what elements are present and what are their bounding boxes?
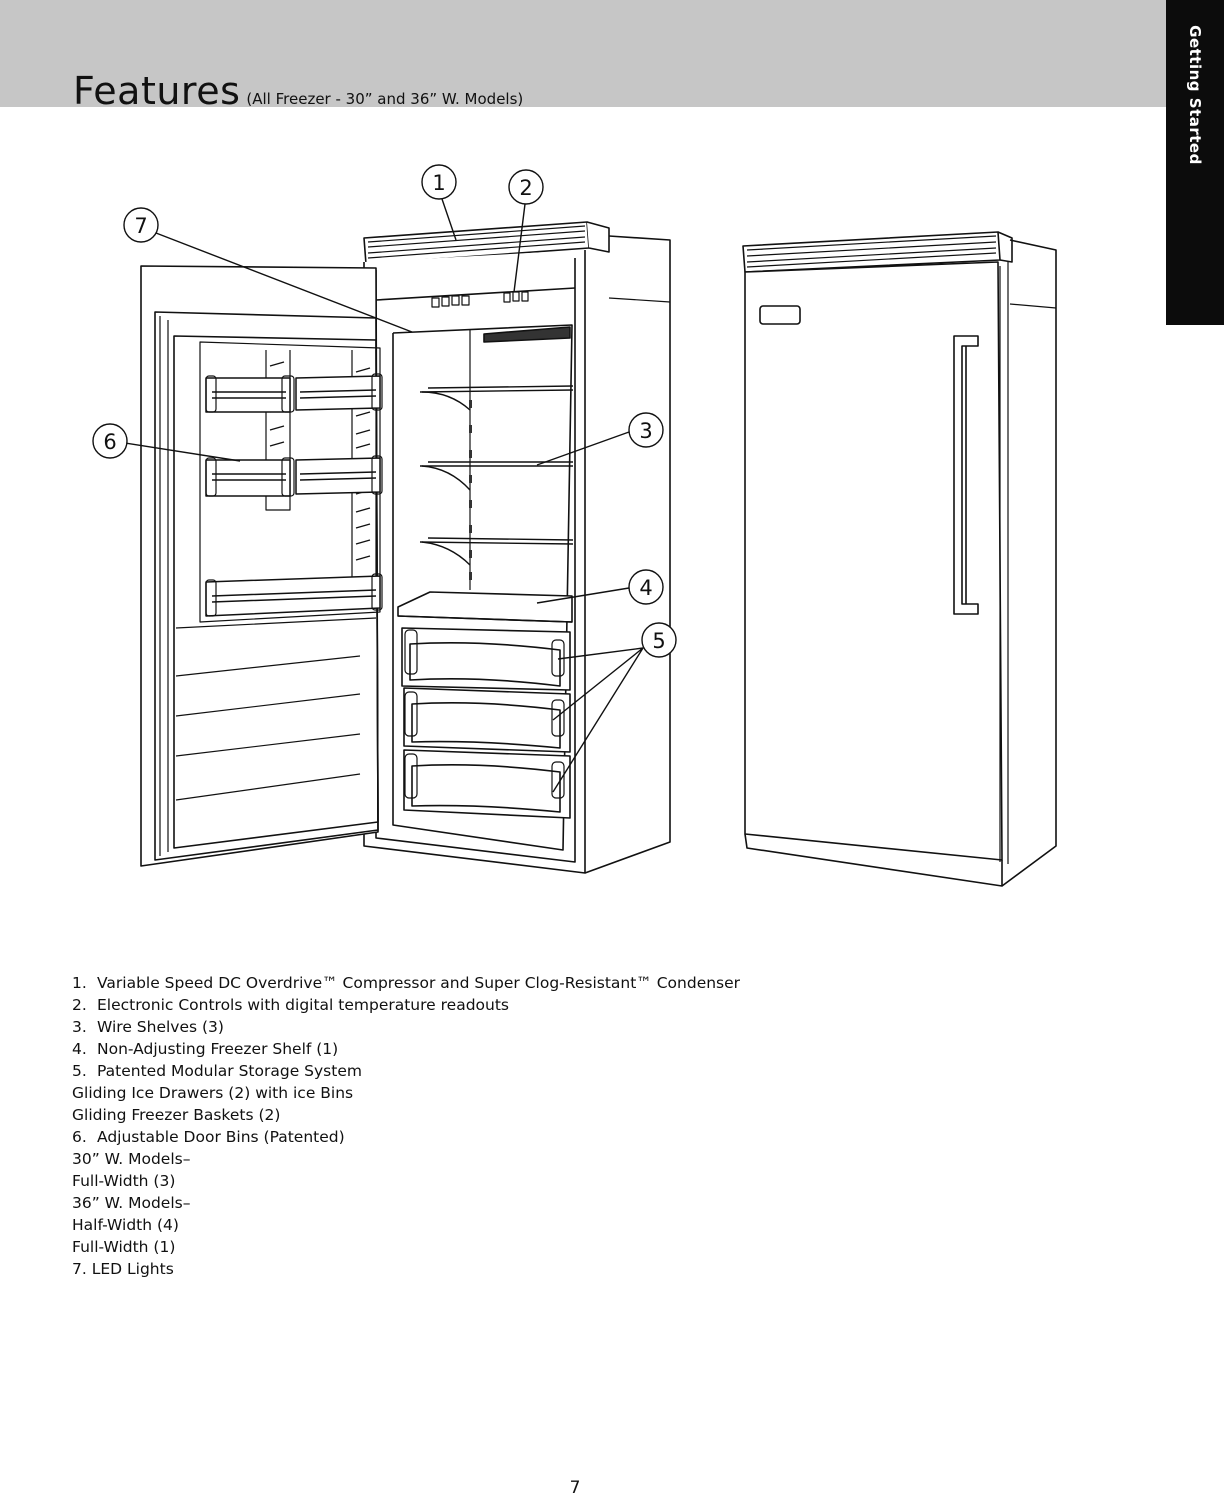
features-list: 1.Variable Speed DC Overdrive™ Compresso… — [72, 972, 740, 1280]
freezer-illustration: 1 2 3 4 5 6 7 — [0, 130, 1166, 900]
callout-2-label: 2 — [519, 176, 532, 200]
feature-subitem: Gliding Ice Drawers (2) with ice Bins — [72, 1082, 740, 1104]
feature-subsubitem: Full-Width (3) — [72, 1170, 740, 1192]
feature-item-3: 3.Wire Shelves (3) — [72, 1016, 740, 1038]
page-number: 7 — [0, 1478, 1150, 1498]
feature-subitem: 30” W. Models– — [72, 1148, 740, 1170]
feature-item-7: 7. LED Lights — [72, 1258, 740, 1280]
feature-subsubitem: Full-Width (1) — [72, 1236, 740, 1258]
feature-item-4: 4.Non-Adjusting Freezer Shelf (1) — [72, 1038, 740, 1060]
callout-7-label: 7 — [134, 214, 147, 238]
open-freezer — [364, 222, 670, 873]
callout-3-label: 3 — [639, 419, 652, 443]
section-tab[interactable]: Getting Started — [1166, 0, 1224, 325]
callout-4-label: 4 — [639, 576, 652, 600]
feature-subitem: 36” W. Models– — [72, 1192, 740, 1214]
page-subtitle: (All Freezer - 30” and 36” W. Models) — [246, 90, 523, 108]
feature-item-1: 1.Variable Speed DC Overdrive™ Compresso… — [72, 972, 740, 994]
callout-5-label: 5 — [652, 629, 665, 653]
callout-6-label: 6 — [103, 430, 116, 454]
feature-subitem: Gliding Freezer Baskets (2) — [72, 1104, 740, 1126]
feature-subsubitem: Half-Width (4) — [72, 1214, 740, 1236]
closed-freezer — [743, 232, 1056, 886]
open-door — [141, 266, 382, 866]
page-title: Features — [73, 69, 240, 113]
feature-item-5: 5.Patented Modular Storage System — [72, 1060, 740, 1082]
feature-item-6: 6.Adjustable Door Bins (Patented) — [72, 1126, 740, 1148]
section-tab-label: Getting Started — [1186, 25, 1204, 165]
feature-item-2: 2.Electronic Controls with digital tempe… — [72, 994, 740, 1016]
callout-1-label: 1 — [432, 171, 445, 195]
page-title-block: Features (All Freezer - 30” and 36” W. Mo… — [73, 72, 523, 110]
